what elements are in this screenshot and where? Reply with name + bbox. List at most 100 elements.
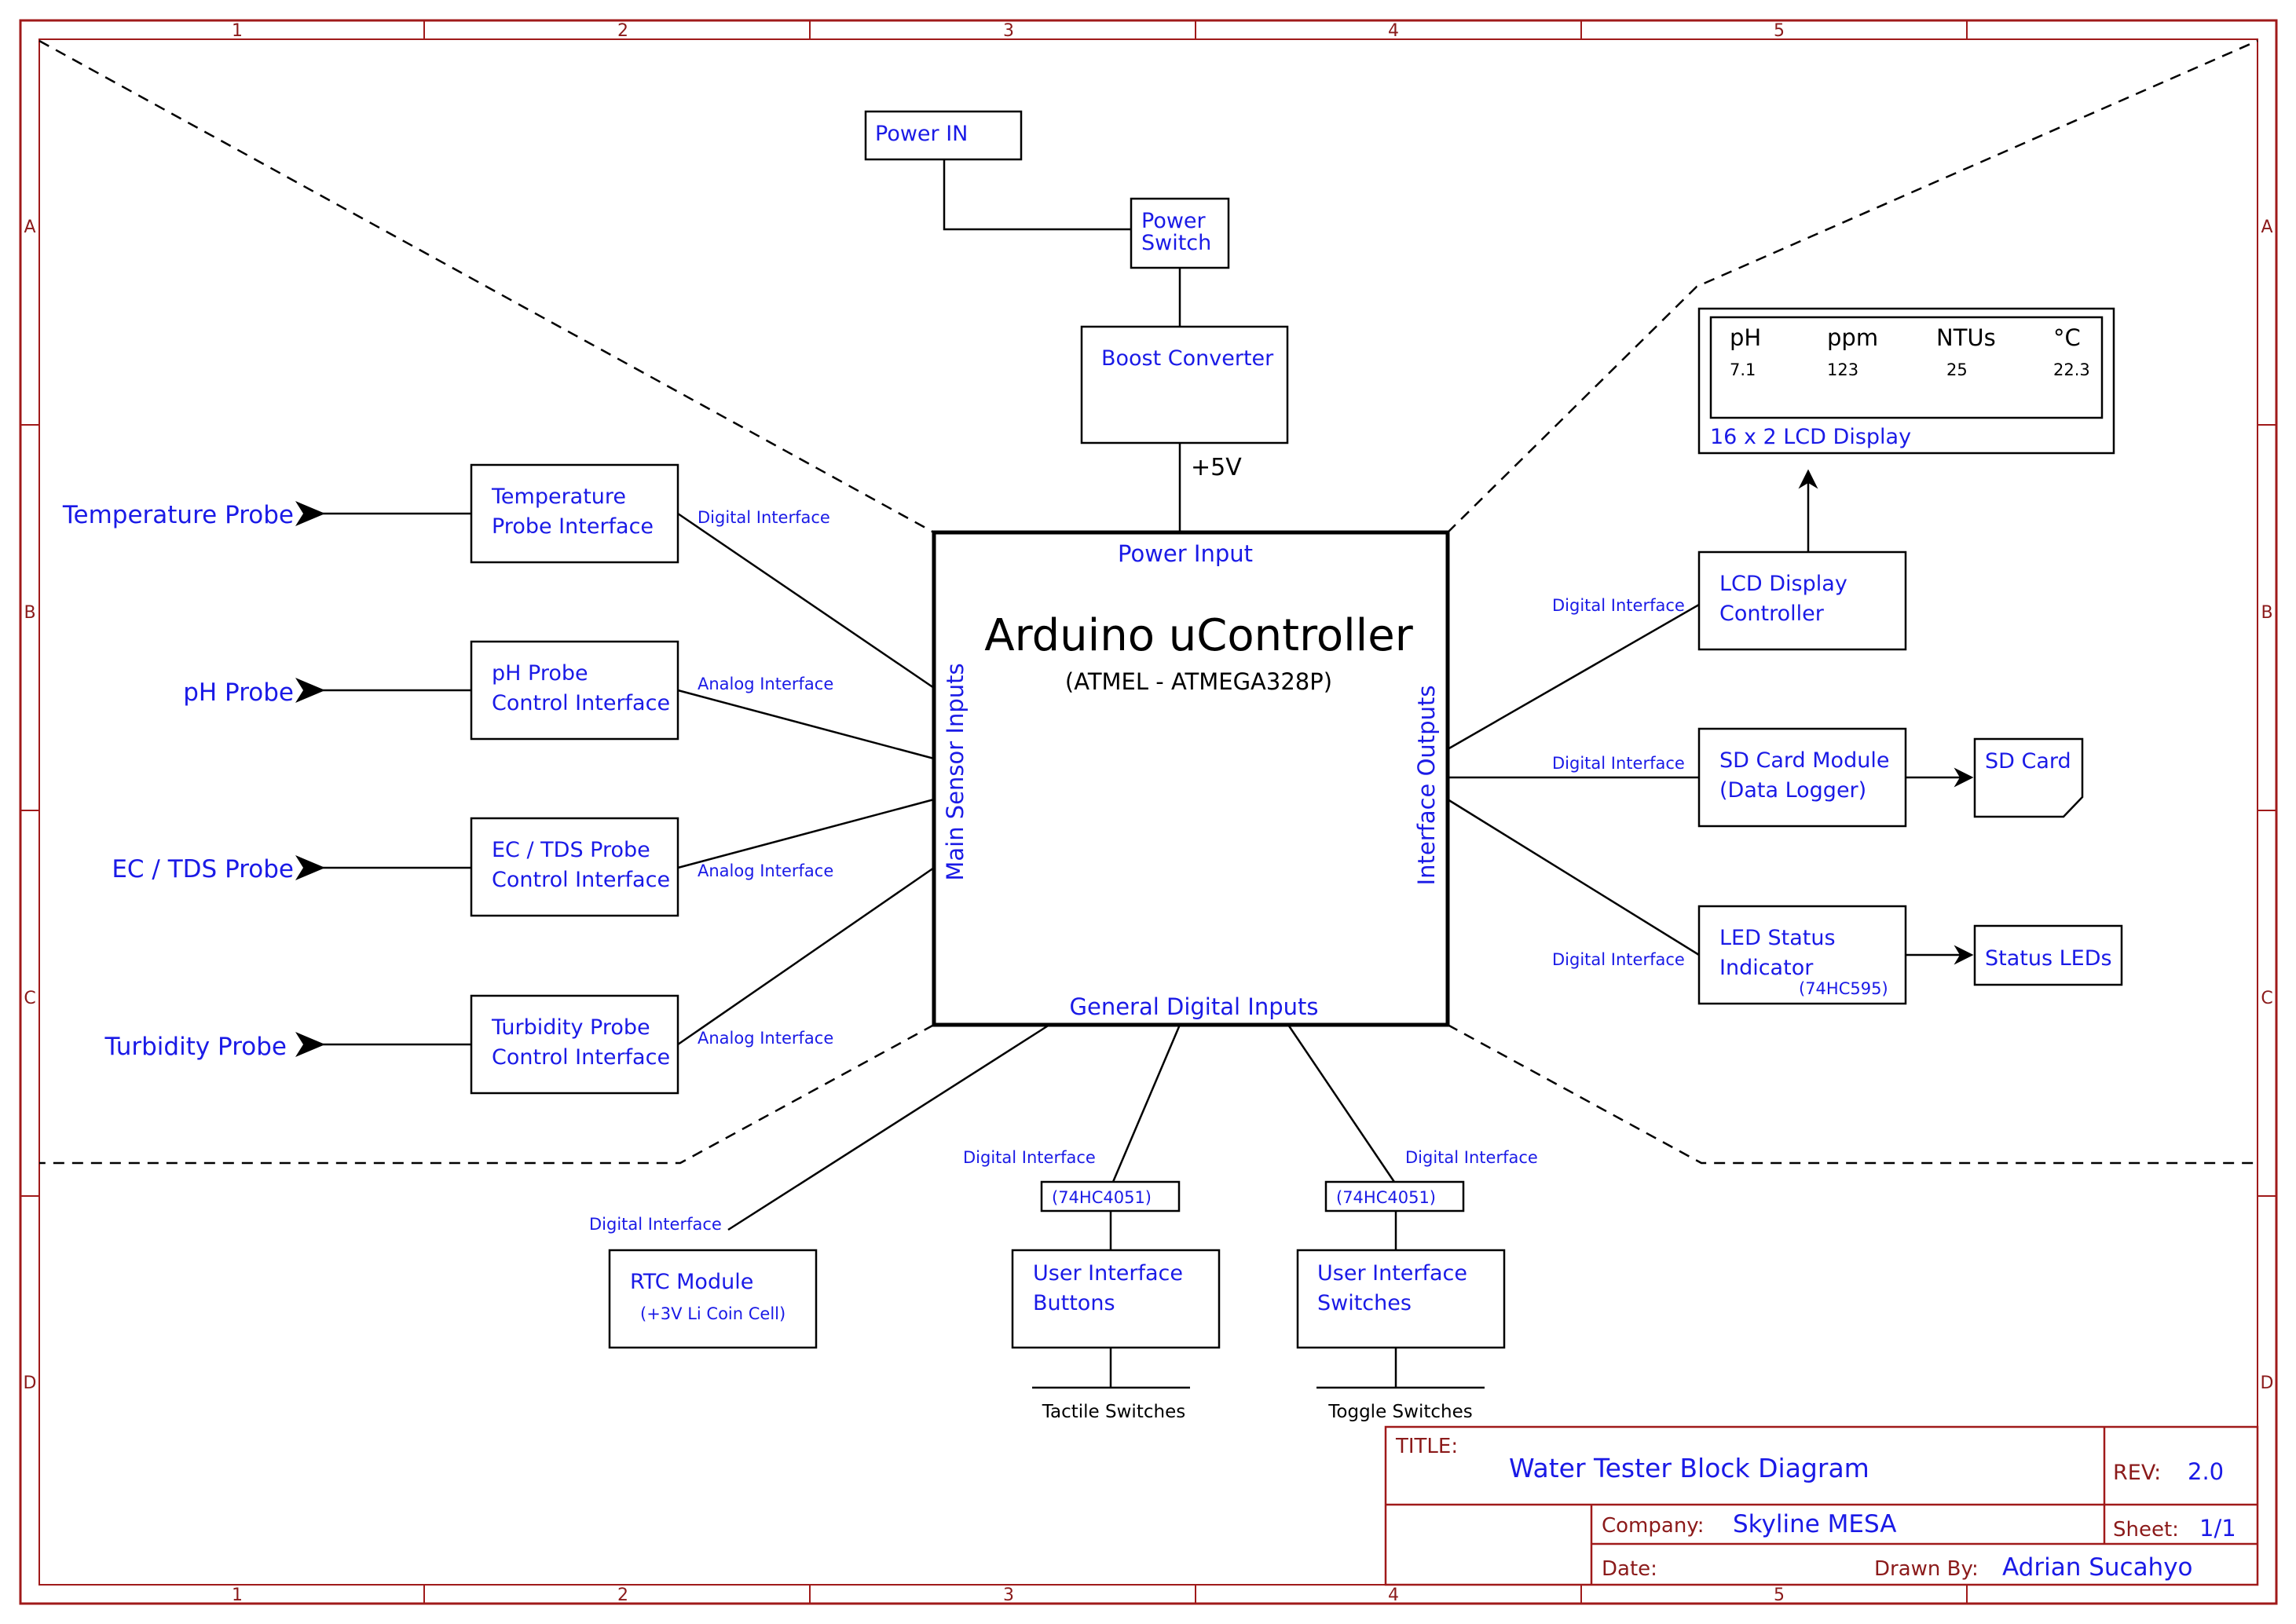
turbidity-interface-block: Turbidity Probe Control Interface: [470, 994, 679, 1095]
lcd-value: 22.3: [2053, 360, 2090, 379]
sd-module-label: (Data Logger): [1719, 778, 1866, 803]
drawing-frame: [19, 19, 2278, 1605]
company-value: Skyline MESA: [1733, 1510, 1896, 1538]
interface-outputs-label: Interface Outputs: [1413, 686, 1440, 886]
sheet-value: 1/1: [2199, 1515, 2236, 1542]
probe-label: Temperature Probe: [62, 501, 294, 529]
digital-inputs-label: General Digital Inputs: [1070, 993, 1319, 1020]
lcd-header: ppm: [1827, 324, 1878, 351]
link-label: Digital Interface: [589, 1215, 722, 1234]
title-label: TITLE:: [1395, 1435, 1458, 1458]
probe-label: pH Probe: [183, 678, 294, 707]
mux-label: (74HC4051): [1336, 1188, 1436, 1207]
led-chip-label: (74HC595): [1799, 979, 1888, 998]
link-label: Digital Interface: [1552, 754, 1685, 773]
temperature-interface-block: Temperature Probe Interface: [470, 463, 679, 564]
mcu-subtitle: (ATMEL - ATMEGA328P): [1065, 668, 1332, 695]
toggles-block: User Interface Switches: [1296, 1249, 1506, 1349]
signal-wire: [677, 512, 935, 689]
signal-wire: [1111, 1024, 1181, 1183]
probe-connector-icon: [295, 501, 325, 526]
probe-connector-icon: [295, 678, 325, 703]
column-label: 3: [1003, 1586, 1014, 1605]
row-label: D: [24, 1373, 37, 1393]
rev-value: 2.0: [2188, 1458, 2224, 1485]
microcontroller-block: Arduino uController (ATMEL - ATMEGA328P)…: [932, 530, 1450, 1027]
column-label: 1: [232, 21, 243, 41]
buttons-label: User Interface: [1033, 1261, 1183, 1286]
signal-wire: [1447, 603, 1700, 751]
sd-module-label: SD Card Module: [1719, 748, 1889, 773]
sheet-label: Sheet:: [2113, 1518, 2179, 1542]
frame-row-labels: A B C D A B C D: [24, 218, 2274, 1393]
sd-card-label: SD Card: [1985, 749, 2071, 774]
mux-label: (74HC4051): [1052, 1188, 1152, 1207]
buttons-label: Buttons: [1033, 1291, 1115, 1315]
row-label: A: [24, 218, 35, 237]
interface-label: Turbidity Probe: [491, 1015, 650, 1040]
signal-wire: [727, 1023, 1050, 1231]
toggles-label: User Interface: [1317, 1261, 1467, 1286]
interface-label: EC / TDS Probe: [492, 838, 650, 862]
ec-tds-interface-block: EC / TDS Probe Control Interface: [470, 817, 679, 917]
column-label: 5: [1774, 1586, 1785, 1605]
lcd-value: 7.1: [1730, 360, 1756, 379]
rev-label: REV:: [2113, 1461, 2161, 1485]
temperature-probe: Temperature Probe: [62, 501, 471, 529]
switches-label: Toggle Switches: [1327, 1402, 1472, 1422]
interface-label: Control Interface: [492, 691, 670, 715]
column-label: 3: [1003, 21, 1014, 41]
ph-interface-block: pH Probe Control Interface: [470, 640, 679, 741]
row-label: D: [2261, 1373, 2274, 1393]
controller-label: Controller: [1719, 602, 1825, 626]
status-leds-block: Status LEDs: [1973, 924, 2123, 986]
interface-label: Probe Interface: [492, 514, 654, 539]
turbidity-probe: Turbidity Probe: [104, 1032, 471, 1061]
column-label: 4: [1388, 1586, 1399, 1605]
ph-probe: pH Probe: [183, 678, 471, 707]
status-leds-label: Status LEDs: [1985, 946, 2112, 971]
rtc-label: (+3V Li Coin Cell): [640, 1304, 785, 1323]
lcd-label: 16 x 2 LCD Display: [1710, 425, 1911, 449]
boost-converter-block: Boost Converter: [1080, 325, 1289, 444]
buttons-block: User Interface Buttons: [1011, 1249, 1221, 1349]
ec-tds-probe: EC / TDS Probe: [112, 855, 471, 883]
lcd-header: NTUs: [1936, 324, 1996, 351]
link-label: Analog Interface: [698, 1029, 833, 1048]
signal-wire: [677, 798, 935, 869]
interface-label: pH Probe: [492, 661, 588, 686]
rtc-label: RTC Module: [630, 1270, 753, 1294]
link-label: Digital Interface: [1552, 950, 1685, 969]
sd-module-block: SD Card Module (Data Logger): [1697, 727, 1907, 828]
buttons-mux-block: (74HC4051): [1040, 1180, 1181, 1213]
power-wire: [943, 159, 1131, 231]
rtc-module-block: RTC Module (+3V Li Coin Cell): [608, 1249, 818, 1349]
title-block: TITLE: Water Tester Block Diagram REV: 2…: [1384, 1425, 2259, 1586]
link-label: Analog Interface: [698, 675, 833, 693]
lcd-value: 123: [1827, 360, 1858, 379]
probe-connector-icon: [295, 1032, 325, 1057]
power-input-label: Power Input: [1118, 540, 1253, 567]
switches-label: Tactile Switches: [1042, 1402, 1185, 1422]
signal-wire: [677, 866, 935, 1046]
led-label: Indicator: [1719, 956, 1814, 980]
power-switch-block: Power Switch: [1130, 197, 1230, 269]
company-label: Company:: [1602, 1514, 1705, 1538]
row-label: C: [24, 989, 35, 1008]
probe-label: EC / TDS Probe: [112, 855, 294, 883]
lcd-header: pH: [1730, 324, 1761, 351]
link-label: Digital Interface: [963, 1148, 1096, 1167]
toggles-label: Switches: [1317, 1291, 1412, 1315]
column-label: 1: [232, 1586, 243, 1605]
frame-column-labels: 1 2 3 4 5 1 2 3 4 5: [232, 21, 1785, 1605]
region-outline: [38, 39, 2258, 1165]
interface-label: Control Interface: [492, 1045, 670, 1070]
column-label: 4: [1388, 21, 1399, 41]
lcd-header: °C: [2053, 324, 2081, 351]
power-in-label: Power IN: [875, 122, 968, 146]
lcd-display-block: pH ppm NTUs °C 7.1 123 25 22.3 16 x 2 LC…: [1697, 307, 2115, 455]
voltage-label: +5V: [1191, 454, 1242, 481]
signal-wire: [677, 689, 935, 760]
toggles-mux-block: (74HC4051): [1324, 1180, 1465, 1213]
power-switch-label: Switch: [1141, 231, 1211, 255]
